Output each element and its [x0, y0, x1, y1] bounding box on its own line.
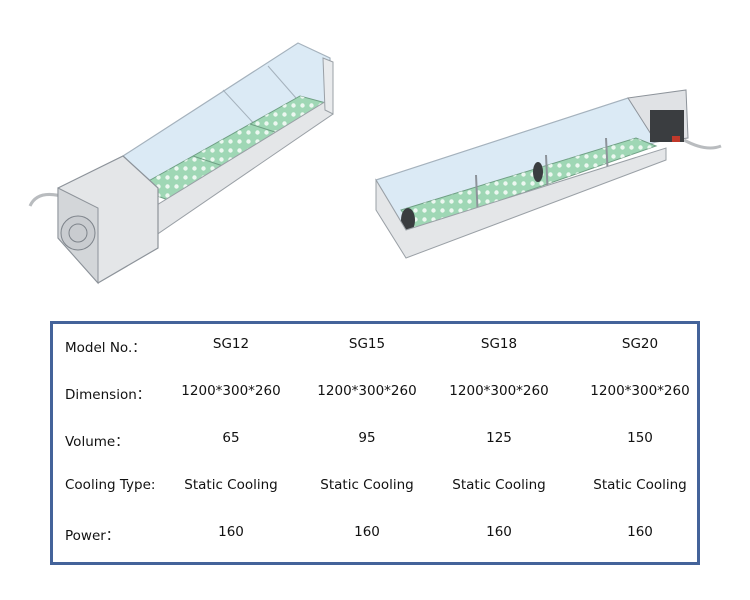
cell: Static Cooling	[593, 477, 687, 493]
row-label: Volume：	[65, 434, 129, 450]
spec-row-cooling-type: Cooling Type: Static Cooling Static Cool…	[53, 477, 697, 501]
cell: 1200*300*260	[317, 383, 417, 399]
cell: Static Cooling	[452, 477, 546, 493]
display-case-right-image	[375, 89, 722, 259]
spec-row-model: Model No.： SG12 SG15 SG18 SG20	[53, 336, 697, 360]
cell: Static Cooling	[184, 477, 278, 493]
cell: 160	[218, 524, 244, 540]
row-label: Power：	[65, 528, 120, 544]
cell: SG20	[621, 336, 659, 352]
cell: SG12	[212, 336, 250, 352]
cell: Static Cooling	[320, 477, 414, 493]
cell: 125	[486, 430, 512, 446]
cell: SG18	[480, 336, 518, 352]
cell: 1200*300*260	[181, 383, 281, 399]
cell: 65	[222, 430, 240, 446]
spec-row-volume: Volume： 65 95 125 150	[53, 430, 697, 454]
spec-table: Model No.： SG12 SG15 SG18 SG20 Dimension…	[50, 321, 700, 565]
cell: 150	[627, 430, 653, 446]
row-label: Cooling Type:	[65, 477, 156, 493]
cell: 160	[486, 524, 512, 540]
spec-row-dimension: Dimension： 1200*300*260 1200*300*260 120…	[53, 383, 697, 407]
cell: 95	[358, 430, 376, 446]
cell: 160	[627, 524, 653, 540]
spec-row-power: Power： 160 160 160 160	[53, 524, 697, 548]
row-label: Model No.：	[65, 340, 146, 356]
display-case-left-image	[28, 42, 334, 285]
cell: 1200*300*260	[449, 383, 549, 399]
cell: 160	[354, 524, 380, 540]
row-label: Dimension：	[65, 387, 151, 403]
cell: SG15	[348, 336, 386, 352]
cell: 1200*300*260	[590, 383, 690, 399]
